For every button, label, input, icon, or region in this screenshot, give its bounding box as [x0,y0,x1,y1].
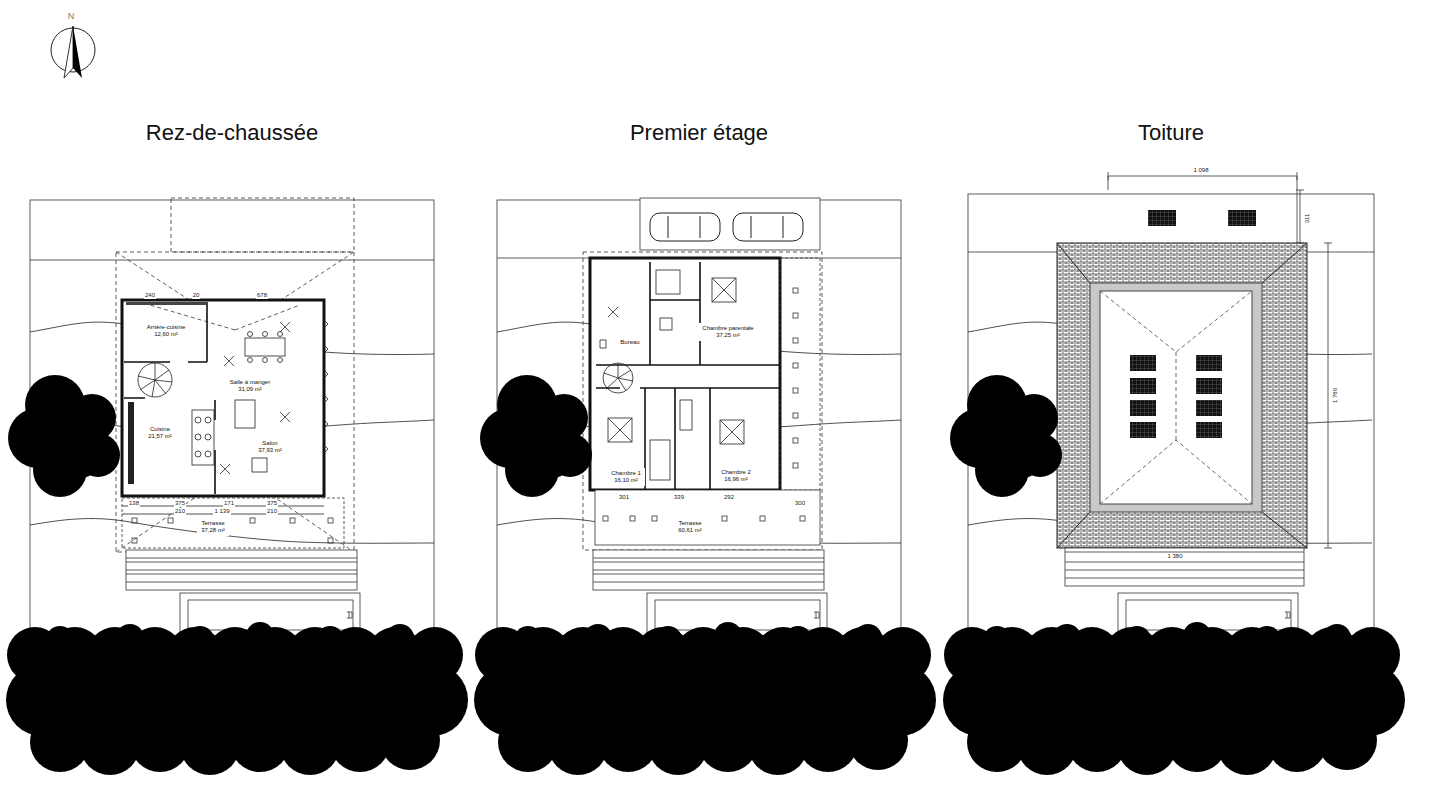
dimension-label: 20 [192,292,201,299]
room-name: Bureau [619,339,641,346]
room-area: 12,60 m² [146,331,187,338]
room-area: 16,10 m² [610,477,642,484]
room-area: 16,96 m² [720,476,752,483]
dimension-label: 292 [723,494,735,501]
floor-plan-panel: Rez-de-chausséeArrière-cuisine12,60 m²Sa… [30,200,434,640]
room-label: Chambre 216,96 m² [717,467,755,485]
room-area: 60,61 m² [677,527,703,534]
dimension-label: 1 139 [213,508,230,515]
room-label: Bureau [616,337,644,348]
room-name: Terrasse [677,520,703,527]
room-label: Arrière-cuisine12,60 m² [143,322,190,340]
room-area: 37,28 m² [200,527,226,534]
dimension-label: 375 [266,500,278,507]
room-name: Chambre 1 [610,470,642,477]
room-label: Salon37,93 m² [254,438,286,456]
room-name: Chambre 2 [720,469,752,476]
room-area: 31,09 m² [229,386,272,393]
room-label: Salle à manger31,09 m² [226,377,275,395]
room-name: Chambre parentale [701,325,755,332]
room-area: 37,25 m² [701,332,755,339]
room-label: Cuisine21,57 m² [144,424,176,442]
dimension-label: 300 [794,500,806,507]
dimension-label: 210 [174,508,186,515]
room-label: Chambre 116,10 m² [607,468,645,486]
room-name: Terrasse [200,520,226,527]
dimension-label: 339 [673,494,685,501]
room-name: Salle à manger [229,379,272,386]
floor-plan-panel: Premier étageBureauChambre parentale37,2… [497,200,901,640]
room-label: Terrasse60,61 m² [674,518,706,536]
dimension-label: 171 [223,500,235,507]
room-name: Arrière-cuisine [146,324,187,331]
floor-title: Toiture [968,120,1374,146]
dimension-label: 240 [144,292,156,299]
north-label: N [67,11,76,21]
floor-title: Premier étage [497,120,901,146]
dimension-label: 1 098 [1192,167,1209,174]
room-area: 21,57 m² [147,433,173,440]
dimension-label: 1 786 [1332,386,1339,403]
floor-plan-panel: Toiture [968,194,1374,640]
floor-title: Rez-de-chaussée [30,120,434,146]
dimension-label: 311 [1304,212,1311,224]
room-label: Chambre parentale37,25 m² [698,323,758,341]
dimension-label: 301 [618,494,630,501]
room-name: Cuisine [147,426,173,433]
room-name: Salon [257,440,283,447]
dimension-label: 210 [266,508,278,515]
dimension-label: 678 [256,292,268,299]
room-label: Terrasse37,28 m² [197,518,229,536]
dimension-label: 1 380 [1166,553,1183,560]
dimension-label: 375 [174,500,186,507]
dimension-label: 138 [128,500,140,507]
room-area: 37,93 m² [257,447,283,454]
